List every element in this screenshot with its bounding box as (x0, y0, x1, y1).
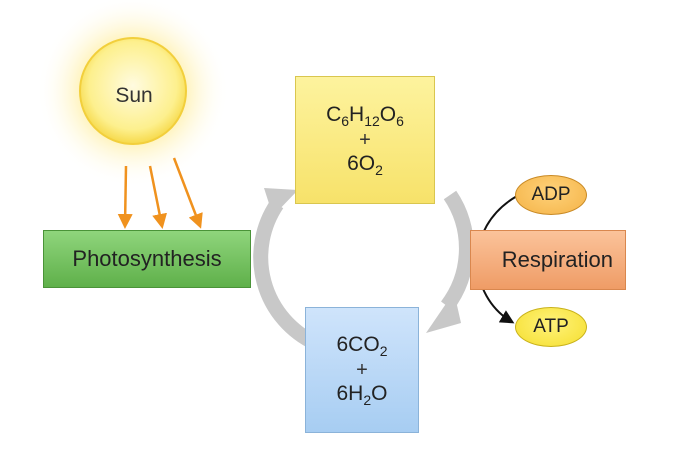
adp-badge: ADP (515, 175, 587, 215)
glucose-plus: + (359, 129, 371, 151)
cycle-arrowhead-right (426, 292, 461, 333)
glucose-h-subscript: 12 (364, 113, 380, 129)
cycle-arrows (253, 190, 474, 350)
atp-label: ATP (533, 316, 569, 337)
co2-subscript: 2 (379, 343, 388, 359)
cycle-arc-right (440, 190, 474, 311)
respiration-box: Respiration (470, 230, 626, 290)
photosynthesis-label: Photosynthesis (72, 246, 222, 271)
ray-arrow-1 (117, 165, 133, 229)
photosynthesis-box: Photosynthesis (43, 230, 251, 288)
co2-base: 6CO (336, 333, 380, 356)
sun-label: Sun (115, 84, 153, 107)
ray-arrow-3 (172, 157, 203, 229)
cycle-arc-left (253, 199, 319, 350)
sun-disc (79, 37, 187, 145)
glucose-h: H (349, 103, 365, 126)
water-subscript: 2 (363, 392, 372, 408)
atp-badge: ATP (515, 307, 587, 347)
glucose-formula: C6H12O6 (326, 102, 404, 129)
glucose-o: O (379, 103, 397, 126)
water-formula: 6H2O (337, 381, 388, 408)
oxygen-base: 6O (347, 152, 376, 175)
glucose-oxygen-box: C6H12O6 + 6O2 (295, 76, 435, 204)
glucose-o-subscript: 6 (396, 113, 404, 129)
sunlight-arrows (117, 157, 203, 229)
water-o: O (371, 382, 388, 405)
co2-formula: 6CO2 (337, 332, 388, 359)
co2-water-box: 6CO2 + 6H2O (305, 307, 419, 433)
oxygen-formula: 6O2 (347, 151, 383, 178)
co2-plus: + (356, 359, 368, 381)
glucose-c: C (326, 103, 342, 126)
ray-arrow-2 (148, 165, 168, 229)
oxygen-subscript: 2 (375, 162, 383, 178)
glucose-c-subscript: 6 (341, 113, 350, 129)
respiration-label: Respiration (501, 247, 613, 272)
water-base: 6H (336, 382, 364, 405)
adp-label: ADP (531, 184, 571, 205)
cycle-arrowhead-left (264, 188, 298, 216)
